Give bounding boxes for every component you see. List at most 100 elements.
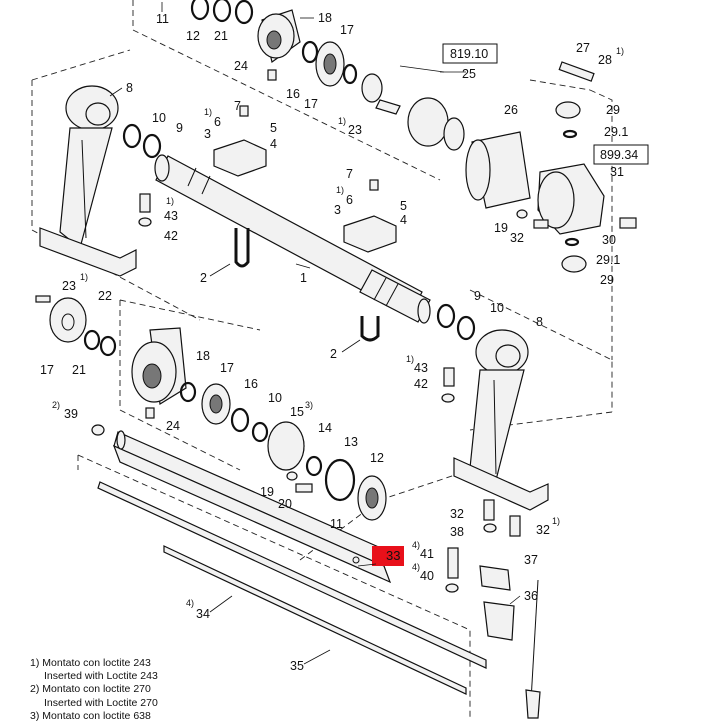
svg-text:37: 37 xyxy=(524,553,538,567)
svg-text:21: 21 xyxy=(72,363,86,377)
svg-text:14: 14 xyxy=(318,421,332,435)
support-stand-right xyxy=(453,329,549,511)
spring-rod xyxy=(525,579,541,719)
svg-text:29.1: 29.1 xyxy=(596,253,620,267)
svg-text:16: 16 xyxy=(244,377,258,391)
svg-text:27: 27 xyxy=(576,41,590,55)
svg-text:4: 4 xyxy=(400,213,407,227)
svg-text:1): 1) xyxy=(616,46,624,56)
svg-text:4: 4 xyxy=(270,137,277,151)
bearing-block-upper xyxy=(213,139,397,253)
ref-box-899-34: 899.34 xyxy=(593,144,649,165)
svg-text:7: 7 xyxy=(234,99,241,113)
u-bolts xyxy=(234,228,380,342)
svg-text:1): 1) xyxy=(338,116,346,126)
drive-gear-assembly xyxy=(361,73,531,209)
ref-box-899-34-text: 899.34 xyxy=(600,148,638,162)
svg-text:17: 17 xyxy=(304,97,318,111)
svg-text:25: 25 xyxy=(462,67,476,81)
highlighted-callout-text: 33 xyxy=(386,548,400,563)
svg-text:1): 1) xyxy=(406,354,414,364)
svg-text:4): 4) xyxy=(412,540,420,550)
callout-labels: 11 12 21 18 17 24 16 17 8 10 9 1) 6 7 5 … xyxy=(40,11,628,673)
svg-text:18: 18 xyxy=(196,349,210,363)
svg-text:9: 9 xyxy=(176,121,183,135)
svg-text:4): 4) xyxy=(186,598,194,608)
svg-text:10: 10 xyxy=(152,111,166,125)
svg-text:9: 9 xyxy=(474,289,481,303)
cutter-bar-assembly xyxy=(97,430,487,695)
svg-text:22: 22 xyxy=(98,289,112,303)
svg-text:43: 43 xyxy=(414,361,428,375)
svg-text:38: 38 xyxy=(450,525,464,539)
svg-text:32: 32 xyxy=(450,507,464,521)
svg-text:40: 40 xyxy=(420,569,434,583)
leader-lines xyxy=(109,2,521,665)
footnotes: 1) Montato con loctite 243 Inserted with… xyxy=(30,657,330,723)
svg-text:11: 11 xyxy=(156,12,169,26)
svg-text:36: 36 xyxy=(524,589,538,603)
svg-text:6: 6 xyxy=(346,193,353,207)
svg-text:32: 32 xyxy=(510,231,524,245)
assembly-guide-lines xyxy=(31,0,613,718)
svg-text:19: 19 xyxy=(494,221,508,235)
svg-text:29: 29 xyxy=(600,273,614,287)
svg-text:41: 41 xyxy=(420,547,434,561)
flange-14 xyxy=(267,421,305,471)
svg-text:43: 43 xyxy=(164,209,178,223)
svg-text:21: 21 xyxy=(214,29,228,43)
svg-text:39: 39 xyxy=(64,407,78,421)
svg-text:3: 3 xyxy=(204,127,211,141)
svg-text:42: 42 xyxy=(414,377,428,391)
svg-text:10: 10 xyxy=(268,391,282,405)
note-2-it: 2) Montato con loctite 270 xyxy=(30,683,151,696)
svg-text:42: 42 xyxy=(164,229,178,243)
svg-text:23: 23 xyxy=(62,279,76,293)
svg-text:26: 26 xyxy=(504,103,518,117)
main-shaft xyxy=(154,154,431,324)
svg-text:10: 10 xyxy=(490,301,504,315)
svg-text:13: 13 xyxy=(344,435,358,449)
svg-text:4): 4) xyxy=(412,562,420,572)
note-2-en: Inserted with Loctite 270 xyxy=(44,696,158,709)
small-fasteners xyxy=(35,69,549,493)
svg-text:3: 3 xyxy=(334,203,341,217)
svg-text:24: 24 xyxy=(234,59,248,73)
svg-text:1): 1) xyxy=(336,185,344,195)
svg-text:2: 2 xyxy=(200,271,207,285)
svg-text:16: 16 xyxy=(286,87,300,101)
svg-text:17: 17 xyxy=(340,23,354,37)
svg-text:2: 2 xyxy=(330,347,337,361)
svg-text:31: 31 xyxy=(610,165,624,179)
svg-text:1): 1) xyxy=(166,196,174,206)
hydraulic-motor xyxy=(537,61,637,273)
svg-text:1: 1 xyxy=(300,271,307,285)
svg-text:20: 20 xyxy=(278,497,292,511)
bearing-housing-lower xyxy=(131,327,187,405)
svg-text:8: 8 xyxy=(536,315,543,329)
svg-text:2): 2) xyxy=(52,400,60,410)
note-1-it: 1) Montato con loctite 243 xyxy=(30,657,151,669)
bearing-housing-top xyxy=(257,9,301,64)
support-stand-left xyxy=(39,85,137,277)
svg-text:5: 5 xyxy=(270,121,277,135)
note-1-en: Inserted with Loctite 243 xyxy=(44,670,158,683)
svg-text:19: 19 xyxy=(260,485,274,499)
svg-text:29.1: 29.1 xyxy=(604,125,628,139)
svg-text:17: 17 xyxy=(220,361,234,375)
bracket-37 xyxy=(445,499,521,641)
bearings-top xyxy=(190,0,358,87)
ref-box-819-10-text: 819.10 xyxy=(450,47,488,61)
flange-and-rings-left xyxy=(49,123,476,357)
svg-text:5: 5 xyxy=(400,199,407,213)
svg-text:23: 23 xyxy=(348,123,362,137)
svg-text:11: 11 xyxy=(330,517,343,531)
svg-text:7: 7 xyxy=(346,167,353,181)
highlighted-callout-33[interactable]: 33 xyxy=(357,546,404,567)
svg-text:12: 12 xyxy=(370,451,384,465)
ref-box-819-10: 819.10 xyxy=(442,43,498,64)
svg-text:24: 24 xyxy=(166,419,180,433)
svg-text:8: 8 xyxy=(126,81,133,95)
svg-text:28: 28 xyxy=(598,53,612,67)
